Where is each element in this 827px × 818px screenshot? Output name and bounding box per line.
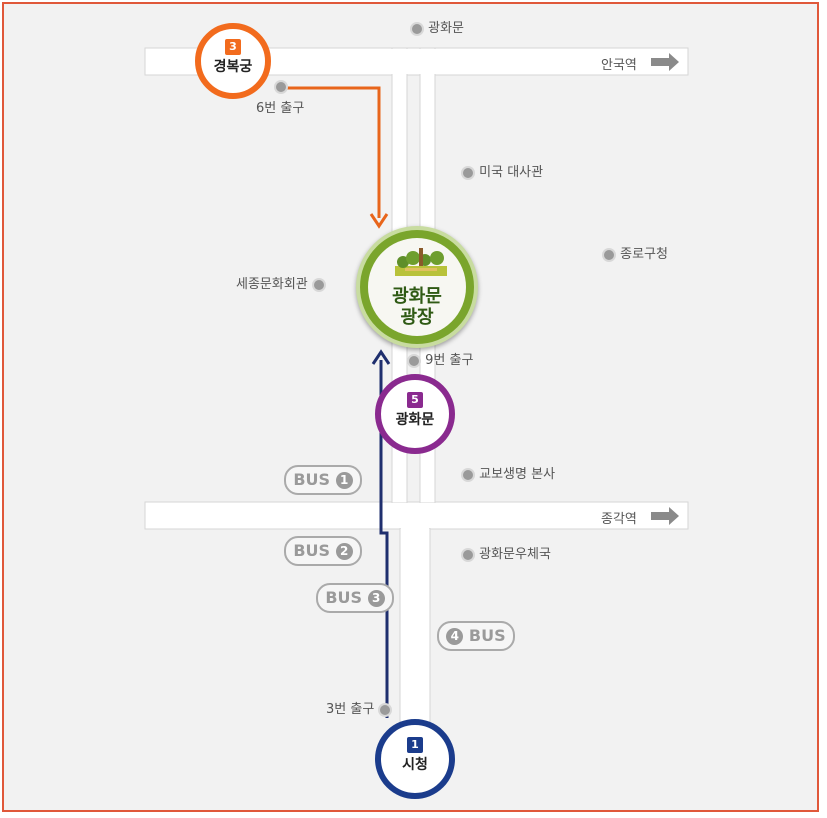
landmark-post-office: 광화문우체국 <box>461 547 551 564</box>
exit-3: 3번 출구 <box>326 702 393 719</box>
plaza-name-line1: 광화문 <box>392 286 442 307</box>
line-5-badge: 5 <box>407 392 423 408</box>
gwanghwamun-plaza[interactable]: 광화문 광장 <box>356 226 478 348</box>
station-gwanghwamun[interactable]: 5 광화문 <box>375 374 455 454</box>
bus-stop-2[interactable]: BUS 2 <box>284 536 362 566</box>
road-south <box>399 527 431 729</box>
orange-arrowhead-icon <box>369 213 389 229</box>
station-cityhall[interactable]: 1 시청 <box>375 719 455 799</box>
bus-number-badge: 4 <box>446 628 464 645</box>
exit-9: 9번 출구 <box>407 353 473 370</box>
bus-stop-4[interactable]: 4 BUS <box>437 621 515 651</box>
line-1-badge: 1 <box>407 737 423 753</box>
plaza-trees-icon <box>395 248 447 276</box>
exit-6-marker <box>274 79 288 95</box>
orange-route <box>286 86 381 218</box>
location-dot-icon <box>461 166 475 180</box>
landmark-us-embassy: 미국 대사관 <box>461 165 543 182</box>
bus-number-badge: 1 <box>335 472 353 489</box>
navy-arrowhead-icon <box>371 349 391 365</box>
line-3-badge: 3 <box>225 39 241 55</box>
exit-6-label: 6번 출구 <box>256 101 305 116</box>
station-gyeongbokgung[interactable]: 3 경복궁 <box>195 23 271 99</box>
arrow-right-icon <box>651 53 679 71</box>
landmark-sejong-center: 세종문화회관 <box>236 277 326 294</box>
station-name: 시청 <box>402 757 428 773</box>
direction-anguk: 안국역 <box>601 58 637 73</box>
direction-jonggak: 종각역 <box>601 512 637 527</box>
location-dot-icon <box>602 248 616 262</box>
bus-number-badge: 3 <box>367 590 385 607</box>
plaza-name-line2: 광장 <box>400 307 434 328</box>
location-dot-icon <box>311 278 326 292</box>
location-dot-icon <box>407 354 421 368</box>
location-dot-icon <box>461 468 475 482</box>
landmark-jongno-office: 종로구청 <box>602 247 668 264</box>
location-dot-icon <box>410 22 424 36</box>
location-dot-icon <box>378 703 393 717</box>
landmark-gwanghwamun-gate: 광화문 <box>410 21 464 38</box>
location-dot-icon <box>461 548 475 562</box>
navy-route <box>379 360 389 718</box>
bus-number-badge: 2 <box>335 543 353 560</box>
station-name: 경복궁 <box>213 59 253 75</box>
arrow-right-icon <box>651 507 679 525</box>
bus-stop-3[interactable]: BUS 3 <box>316 583 394 613</box>
landmark-kyobo: 교보생명 본사 <box>461 467 555 484</box>
bus-stop-1[interactable]: BUS 1 <box>284 465 362 495</box>
location-dot-icon <box>274 79 288 94</box>
station-name: 광화문 <box>395 412 435 428</box>
